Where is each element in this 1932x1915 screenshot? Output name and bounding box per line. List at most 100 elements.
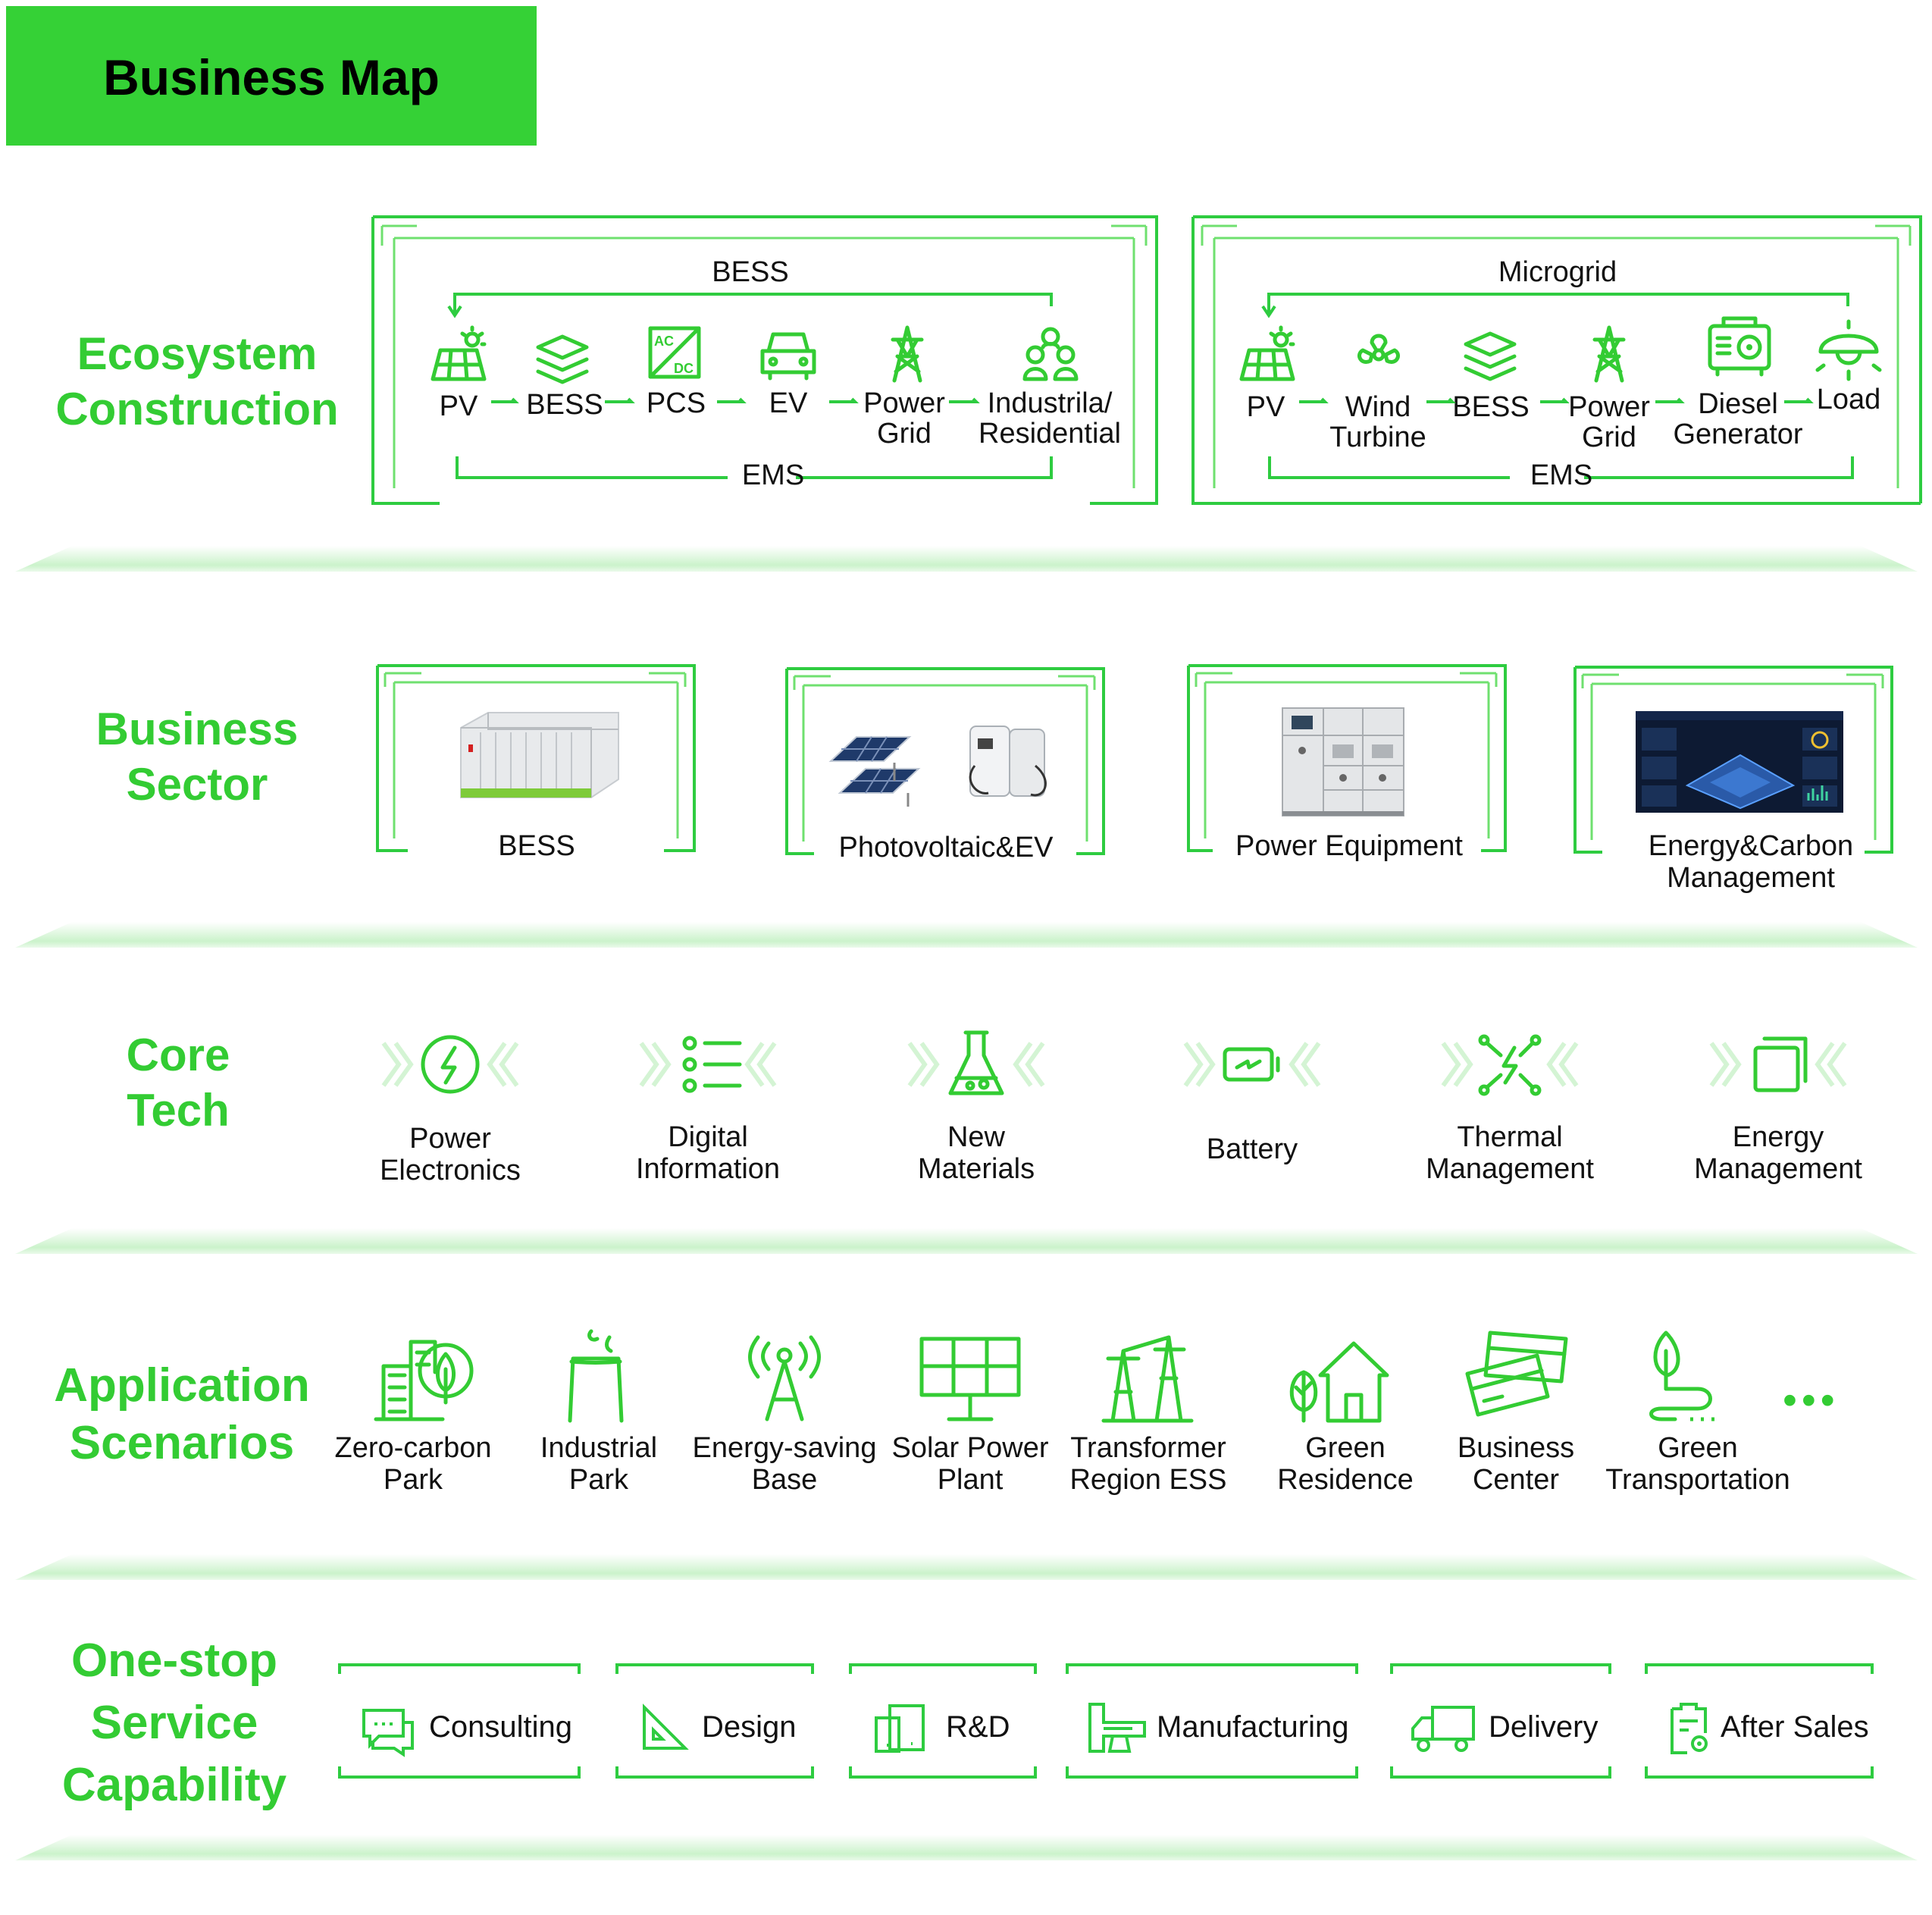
flow-label-line: Load: [1816, 384, 1881, 415]
core-tech-label-line: Information: [635, 1152, 781, 1185]
page-title-banner: Business Map: [6, 6, 537, 146]
dashboard-screen-image: [1636, 711, 1843, 813]
sector-label-line: BESS: [498, 830, 575, 862]
row-label-line: Capability: [61, 1758, 287, 1811]
flow-label-line: Grid: [877, 417, 932, 450]
power-pylon-icon: [1101, 1335, 1194, 1423]
scenario-label-line: Residence: [1277, 1463, 1414, 1496]
scenario-label-line: Base: [751, 1463, 818, 1496]
core-tech-label-line: Materials: [917, 1152, 1035, 1185]
lamp-icon: [1815, 319, 1882, 381]
row-label-line: Sector: [126, 759, 268, 810]
service-label: Consulting: [429, 1710, 573, 1744]
microgrid-panel-title: Microgrid: [1498, 256, 1617, 288]
row-label-line: One-stop: [70, 1634, 278, 1687]
scenario-label-line: Green: [1305, 1432, 1386, 1464]
flow-label-line: Residential: [979, 417, 1121, 450]
service-label: R&D: [946, 1710, 1010, 1744]
flow-label-line: BESS: [1452, 391, 1530, 423]
list-icon: [639, 1036, 777, 1093]
bess-flow-arrows: [491, 397, 980, 403]
more-indicator: •••: [1783, 1377, 1840, 1423]
microgrid-panel-frame: [1191, 215, 1922, 505]
flow-label-line: PV: [439, 390, 478, 422]
lightning-circle-icon: [381, 1035, 519, 1094]
sector-label-line: Power Equipment: [1235, 830, 1463, 862]
flow-label-line: Generator: [1673, 418, 1803, 450]
bess-panel-title: BESS: [712, 256, 789, 288]
flow-label-line: Power: [863, 387, 945, 419]
flow-label-line: BESS: [526, 389, 603, 421]
scenario-label-line: Transportation: [1605, 1463, 1790, 1496]
svg-text:AC: AC: [654, 334, 674, 349]
service-box-frame: [338, 1663, 581, 1779]
bess-panel-footer: EMS: [741, 459, 805, 491]
solar-panel-icon: [431, 325, 487, 381]
microgrid-panel-ems-bracket: [1268, 456, 1854, 479]
page-title: Business Map: [103, 49, 440, 105]
service-box-frame: [1066, 1663, 1358, 1779]
core-tech-label-line: Power: [409, 1123, 491, 1155]
flow-label-line: Industrila/: [987, 387, 1113, 419]
flow-label-line: Power: [1568, 391, 1650, 423]
core-tech-label-line: Thermal: [1457, 1121, 1563, 1153]
cards-icon: [1465, 1330, 1568, 1417]
row-label-scenarios: Application Scenarios: [30, 1357, 333, 1472]
row-label-service: One-stop Service Capability: [30, 1630, 318, 1816]
bess-panel-feedback-arrow: [447, 293, 1053, 318]
microgrid-flow-label: PV: [1228, 392, 1304, 423]
row-separator: [15, 1835, 1918, 1860]
thermal-network-icon: [1441, 1034, 1579, 1096]
solar-panel-icon: [1239, 325, 1295, 381]
generator-icon: [1708, 316, 1771, 377]
flask-icon: [907, 1030, 1045, 1095]
layers-icon: [1464, 331, 1517, 381]
sector-label: BESS: [452, 830, 622, 863]
layers-icon: [536, 334, 589, 384]
row-label-line: Service: [90, 1696, 258, 1749]
scenario-label-line: Transformer: [1070, 1432, 1226, 1464]
row-label-ecosystem: Ecosystem Construction: [30, 326, 364, 437]
row-separator: [15, 1554, 1918, 1580]
sector-label-line: Photovoltaic&EV: [838, 832, 1054, 863]
microgrid-panel-footer: EMS: [1530, 459, 1593, 491]
people-icon: [1022, 327, 1079, 381]
core-tech-label-line: New: [947, 1121, 1006, 1153]
row-label-line: Construction: [55, 384, 339, 435]
sector-card-frame: [1573, 666, 1893, 854]
devices-icon: [875, 1704, 925, 1753]
sector-label-line: Management: [1667, 861, 1835, 894]
scenario-label-line: Park: [383, 1463, 443, 1496]
scenario-label-line: Green: [1658, 1432, 1738, 1464]
sector-label-line: Energy&Carbon: [1648, 830, 1854, 862]
core-tech-label: Battery: [1161, 1133, 1343, 1166]
core-tech-label-line: Digital: [668, 1121, 748, 1153]
ac-dc-converter-icon: AC DC: [648, 326, 701, 379]
machine-icon: [1088, 1703, 1146, 1753]
service-box-frame: [849, 1663, 1037, 1779]
bess-panel-frame: [371, 215, 1158, 505]
battery-icon: [1183, 1042, 1321, 1087]
sector-label: Photovoltaic&EV: [811, 832, 1081, 864]
scenario-label-line: Park: [568, 1463, 629, 1496]
core-tech-label-line: Management: [1426, 1152, 1594, 1185]
row-label-line: Scenarios: [69, 1416, 295, 1469]
microgrid-flow-label: BESS: [1449, 391, 1533, 423]
bess-flow-label: EV: [750, 388, 826, 419]
svg-text:DC: DC: [674, 361, 694, 376]
sector-card-frame: [785, 667, 1105, 855]
scenario-label-line: Energy-saving: [692, 1432, 877, 1464]
sector-card-frame: [1187, 664, 1507, 852]
